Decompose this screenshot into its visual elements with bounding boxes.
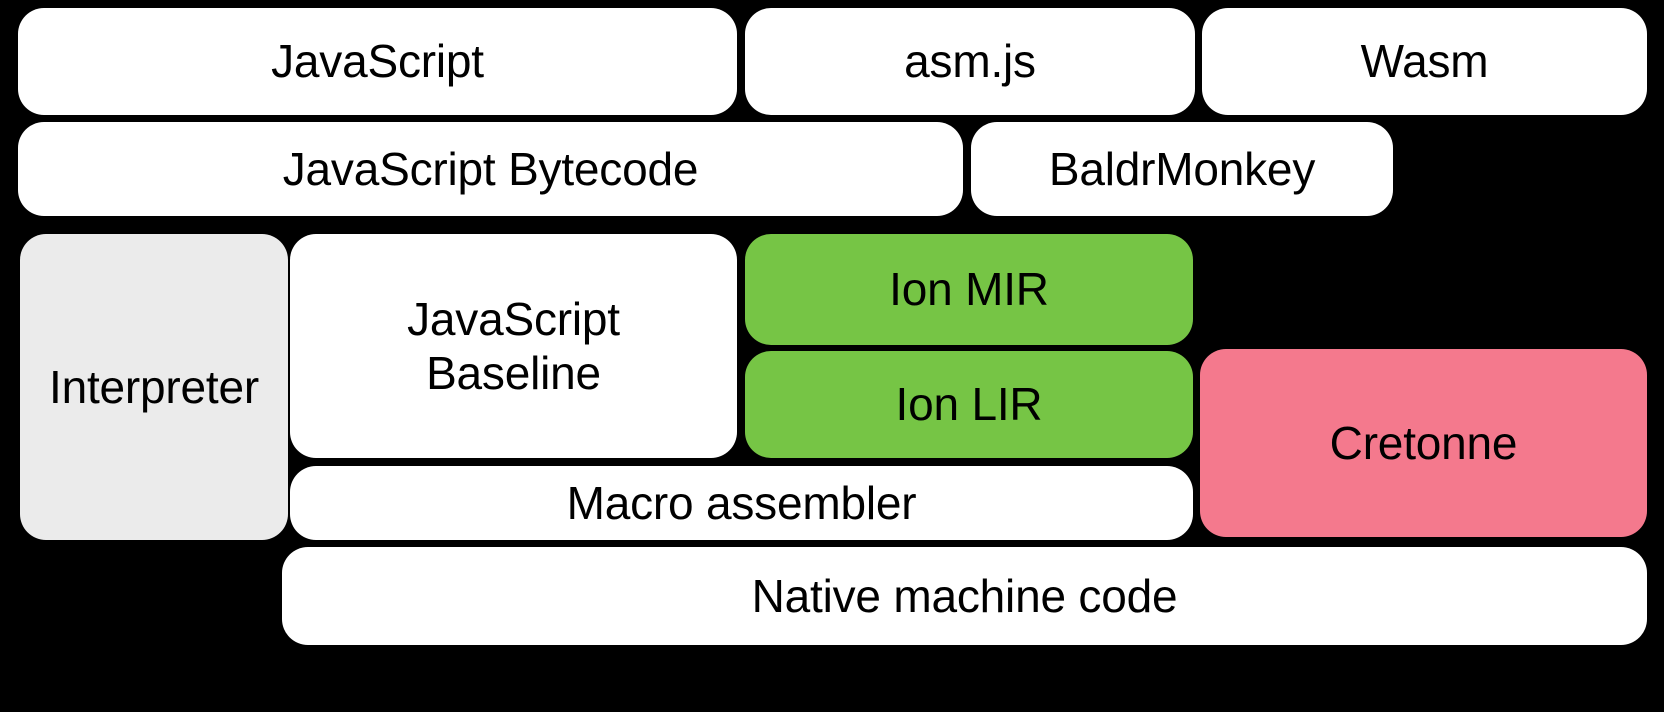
node-javascript-baseline: JavaScript Baseline <box>290 234 737 458</box>
node-native-machine-code: Native machine code <box>282 547 1647 645</box>
node-javascript-bytecode: JavaScript Bytecode <box>18 122 963 216</box>
node-asmjs: asm.js <box>745 8 1195 115</box>
node-cretonne: Cretonne <box>1200 349 1647 537</box>
node-javascript: JavaScript <box>18 8 737 115</box>
node-macro-assembler: Macro assembler <box>290 466 1193 540</box>
node-ion-mir: Ion MIR <box>745 234 1193 345</box>
node-baldrmonkey: BaldrMonkey <box>971 122 1393 216</box>
node-ion-lir: Ion LIR <box>745 351 1193 458</box>
node-wasm: Wasm <box>1202 8 1647 115</box>
node-interpreter: Interpreter <box>20 234 288 540</box>
